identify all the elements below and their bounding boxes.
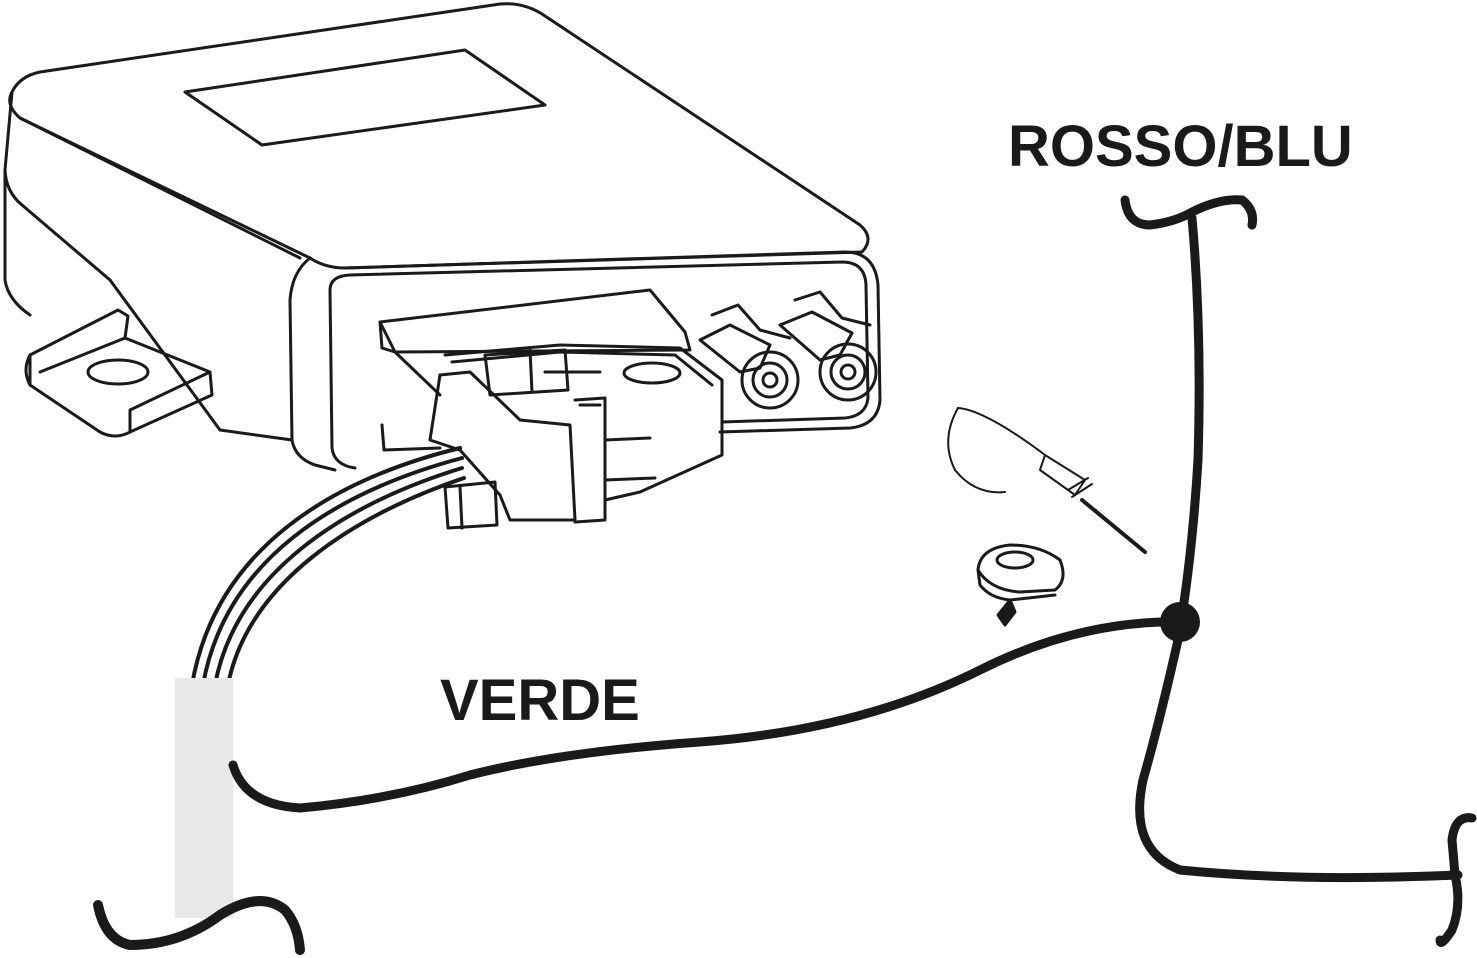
module-top-face <box>8 2 870 270</box>
green-wire <box>228 617 1185 813</box>
cable-bundle <box>190 446 466 687</box>
connector-socket <box>378 288 724 502</box>
wire-junction <box>1160 602 1200 642</box>
module-left-side <box>3 90 302 282</box>
label-red-blue-wire: ROSSO/BLU <box>1008 114 1353 179</box>
mounting-hole <box>86 358 150 386</box>
coax-socket-right <box>778 290 878 402</box>
cable-cut-end <box>93 896 305 955</box>
module-front-face <box>343 250 882 434</box>
module-top-label-area <box>183 48 547 147</box>
label-green-wire: VERDE <box>440 668 640 733</box>
connector-plug <box>428 348 657 530</box>
wire-sleeve <box>175 678 233 918</box>
test-probe <box>947 407 1147 554</box>
mounting-tab <box>24 308 214 438</box>
wire-tap-connector <box>976 543 1065 627</box>
control-module <box>3 2 882 530</box>
red-blue-wire-cut-top <box>1120 195 1257 230</box>
coax-socket-left <box>698 303 800 410</box>
red-blue-wire-cut-right <box>1435 813 1477 947</box>
red-blue-wire <box>1135 213 1463 883</box>
